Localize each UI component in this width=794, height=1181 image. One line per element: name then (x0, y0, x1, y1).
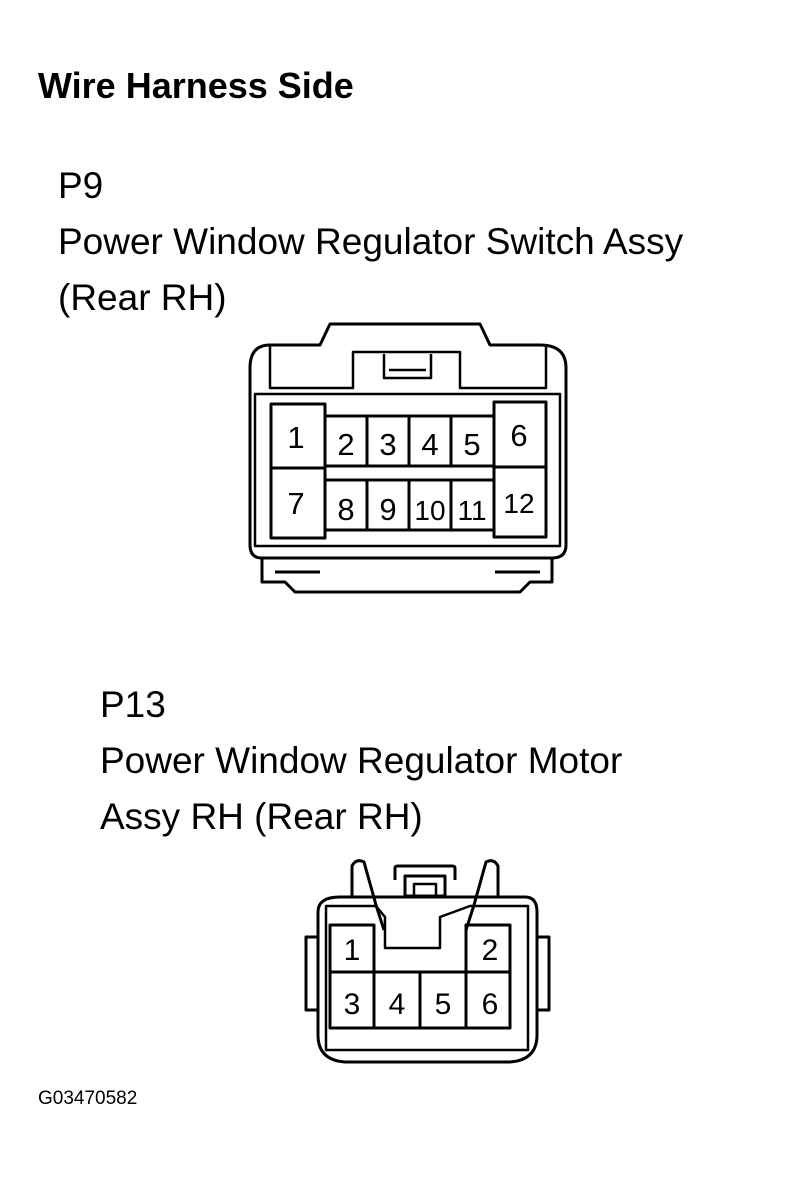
connector-p13-diagram (304, 859, 551, 1064)
connector-p9-id: P9 (58, 165, 104, 206)
p9-pin-4: 4 (421, 427, 438, 462)
figure-code: G03470582 (38, 1088, 138, 1109)
p9-pin-7: 7 (287, 486, 304, 521)
p9-pin-1: 1 (287, 420, 304, 455)
connector-p9-diagram (248, 322, 568, 594)
p9-pin-10: 10 (414, 495, 445, 526)
connector-p13-id: P13 (100, 684, 166, 725)
p9-pin-12: 12 (503, 488, 534, 519)
p9-pin-9: 9 (379, 492, 396, 527)
p9-pin-8: 8 (337, 492, 354, 527)
connector-p13-name-line2: Assy RH (Rear RH) (100, 796, 423, 837)
connector-p13-name-line1: Power Window Regulator Motor (100, 740, 623, 781)
p13-pin-1: 1 (344, 934, 361, 967)
p9-pin-2: 2 (337, 427, 354, 462)
connector-p9-name-line2: (Rear RH) (58, 277, 227, 318)
p13-pin-2: 2 (482, 934, 499, 967)
p13-pin-3: 3 (344, 988, 361, 1021)
p9-pin-6: 6 (510, 418, 527, 453)
p9-pin-11: 11 (457, 495, 486, 526)
p13-pin-5: 5 (435, 988, 452, 1021)
p13-pin-6: 6 (482, 988, 499, 1021)
page-heading: Wire Harness Side (38, 65, 354, 106)
p9-pin-5: 5 (463, 427, 480, 462)
p9-pin-3: 3 (379, 427, 396, 462)
p13-pin-4: 4 (389, 988, 406, 1021)
connector-p9-name-line1: Power Window Regulator Switch Assy (58, 221, 684, 262)
